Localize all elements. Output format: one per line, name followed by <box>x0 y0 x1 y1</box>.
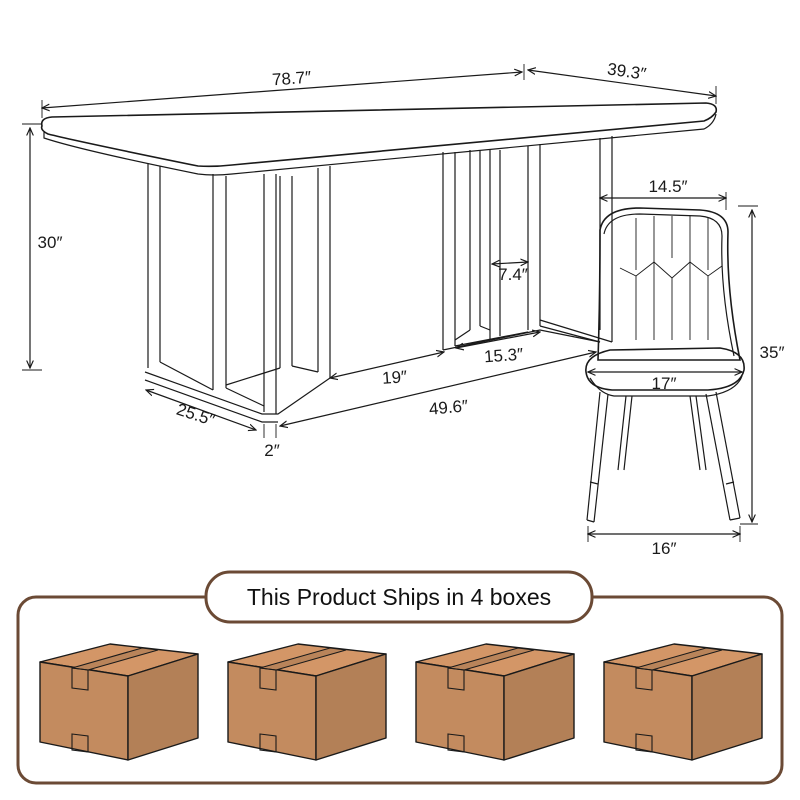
box-front-face <box>415 661 505 761</box>
shipping-box <box>39 643 199 761</box>
shipping-box <box>227 643 387 761</box>
box-side-face <box>691 653 763 761</box>
box-tape-tab-top <box>259 667 277 691</box>
leg-gap-label: 19″ <box>382 367 408 388</box>
box-side-face <box>503 653 575 761</box>
box-tape-tab-bottom <box>447 733 465 753</box>
chair-base-width-label: 16″ <box>652 539 677 558</box>
leg-inner-width-label: 7.4″ <box>498 265 528 284</box>
shipping-box <box>415 643 575 761</box>
dimension-lines <box>22 64 758 542</box>
chair-seat-width-label: 17″ <box>652 374 677 393</box>
leg-span-label: 15.3″ <box>483 345 523 367</box>
shipping-banner <box>204 570 594 624</box>
shipping-box <box>603 643 763 761</box>
box-side-face <box>315 653 387 761</box>
table-height-label: 30″ <box>38 233 63 252</box>
box-front-face <box>39 661 129 761</box>
table-length-label: 78.7″ <box>271 68 311 90</box>
box-tape-tab-top <box>447 667 465 691</box>
dining-chair-drawing <box>585 207 745 523</box>
box-tape-tab-top <box>635 667 653 691</box>
box-tape-tab-bottom <box>71 733 89 753</box>
shipping-banner-text: This Product Ships in 4 boxes <box>247 584 551 610</box>
table-width-label: 39.3″ <box>606 59 647 83</box>
box-tape-tab-bottom <box>635 733 653 753</box>
shipping-panel: This Product Ships in 4 boxes <box>16 570 784 785</box>
box-tape-tab-bottom <box>259 733 277 753</box>
chair-back-width-label: 14.5″ <box>648 177 687 196</box>
shipping-boxes <box>39 643 763 761</box>
box-front-face <box>603 661 693 761</box>
base-length-label: 49.6″ <box>428 396 469 418</box>
chair-height-label: 35″ <box>760 343 785 362</box>
box-tape-tab-top <box>71 667 89 691</box>
box-side-face <box>127 653 199 761</box>
box-front-face <box>227 661 317 761</box>
dining-table-drawing <box>40 102 718 423</box>
leg-thickness-label: 2″ <box>264 441 279 460</box>
